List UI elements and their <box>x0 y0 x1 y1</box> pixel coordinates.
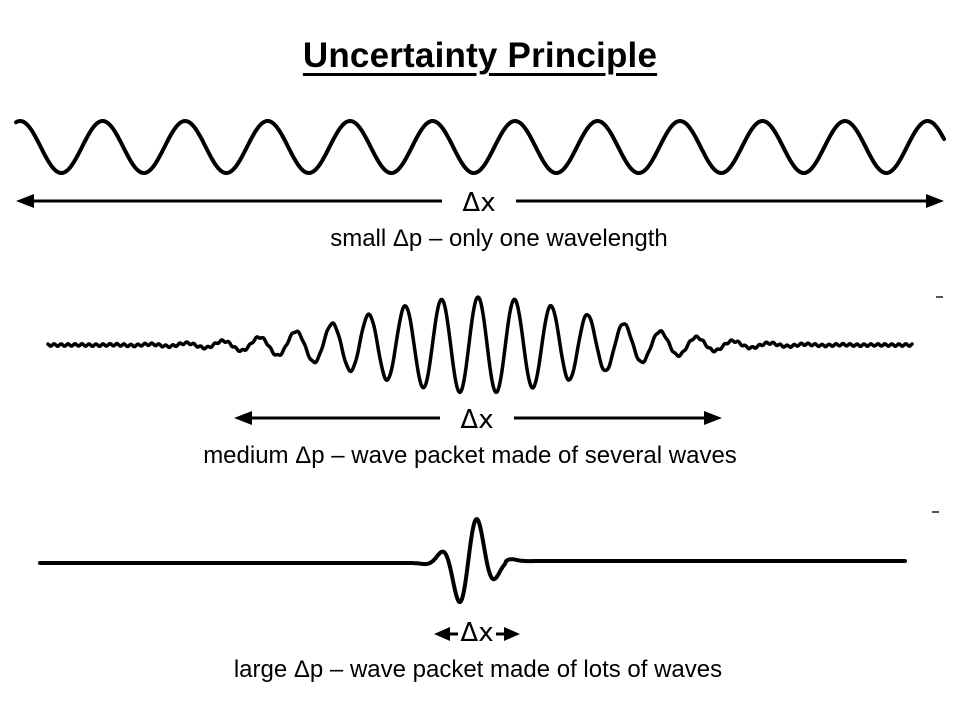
medium-wave-packet <box>46 295 914 395</box>
continuous-wave <box>14 119 946 175</box>
panel-continuous-wave: Δx small Δp – only one wavelength <box>14 119 946 252</box>
arrowhead-right-icon <box>704 411 722 425</box>
dx-label: Δx <box>460 405 493 435</box>
panel-medium-packet: Δx medium Δp – wave packet made of sever… <box>46 295 943 469</box>
stray-mark <box>932 511 939 513</box>
arrowhead-right-icon <box>504 627 520 641</box>
dx-label: Δx <box>462 188 495 218</box>
panel-caption: small Δp – only one wavelength <box>330 225 668 252</box>
panel-caption: medium Δp – wave packet made of several … <box>203 442 737 469</box>
panel-narrow-packet: Δx large Δp – wave packet made of lots o… <box>38 511 939 683</box>
diagram-title: Uncertainty Principle <box>302 36 658 75</box>
panel-caption: large Δp – wave packet made of lots of w… <box>234 656 722 683</box>
dx-label: Δx <box>460 618 493 648</box>
arrowhead-right-icon <box>926 194 944 208</box>
stray-mark <box>936 296 943 298</box>
narrow-wave-packet <box>38 517 907 605</box>
arrowhead-left-icon <box>234 411 252 425</box>
arrowhead-left-icon <box>16 194 34 208</box>
arrowhead-left-icon <box>434 627 450 641</box>
